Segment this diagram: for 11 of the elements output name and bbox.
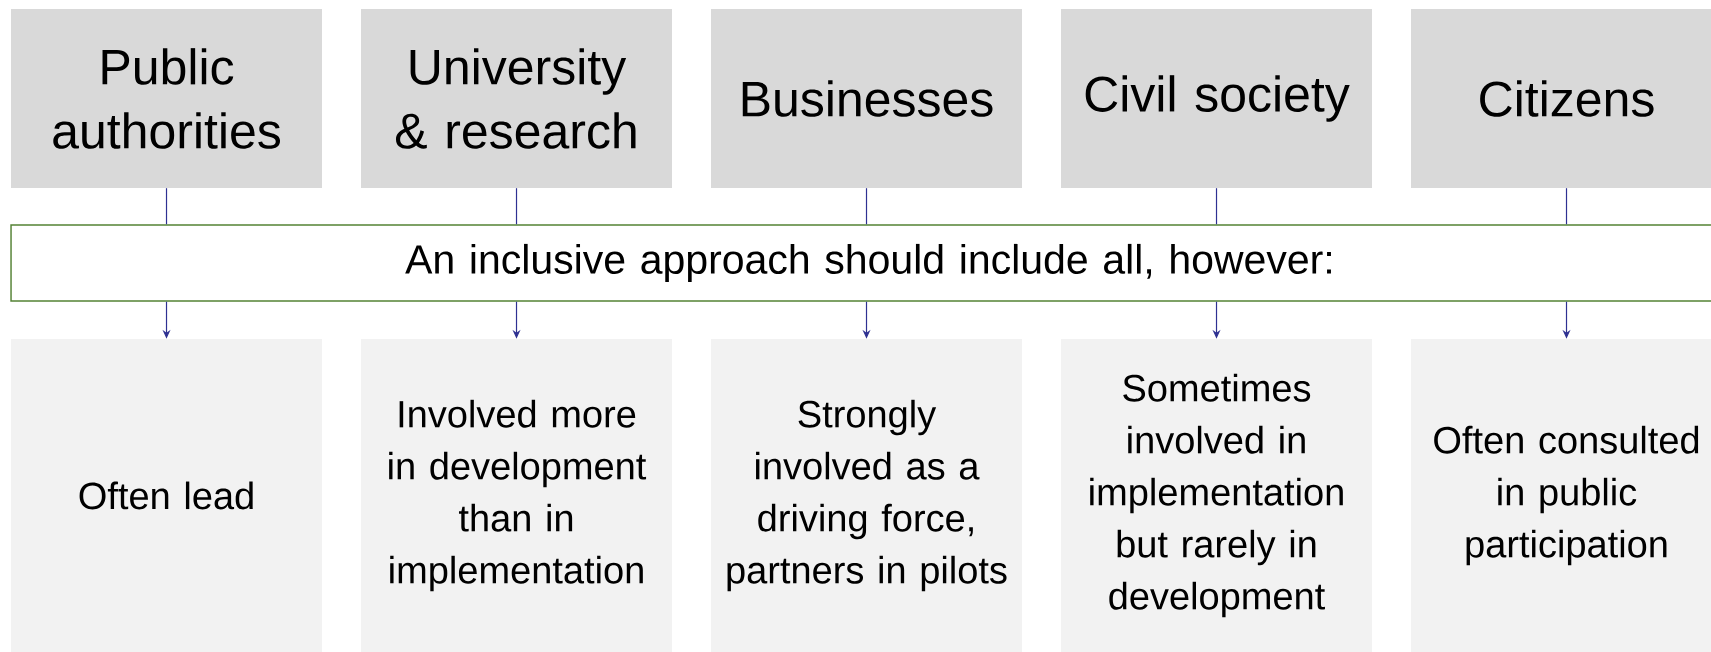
role-box: Often lead [11, 339, 322, 652]
stakeholder-box: University & research [361, 9, 672, 188]
role-box: Strongly involved as a driving force, partners in pilots [711, 339, 1022, 652]
role-box: Sometimes involved in implementation but rarely in development [1061, 339, 1372, 652]
stakeholder-box: Public authorities [11, 9, 322, 188]
stakeholder-box: Businesses [711, 9, 1022, 188]
stakeholder-box: Civil society [1061, 9, 1372, 188]
stakeholder-box: Citizens [1411, 9, 1711, 188]
role-box: Involved more in development than in implementation [361, 339, 672, 652]
approach-banner: An inclusive approach should include all, however: [10, 224, 1711, 302]
role-box: Often consulted in public participation [1411, 339, 1711, 652]
